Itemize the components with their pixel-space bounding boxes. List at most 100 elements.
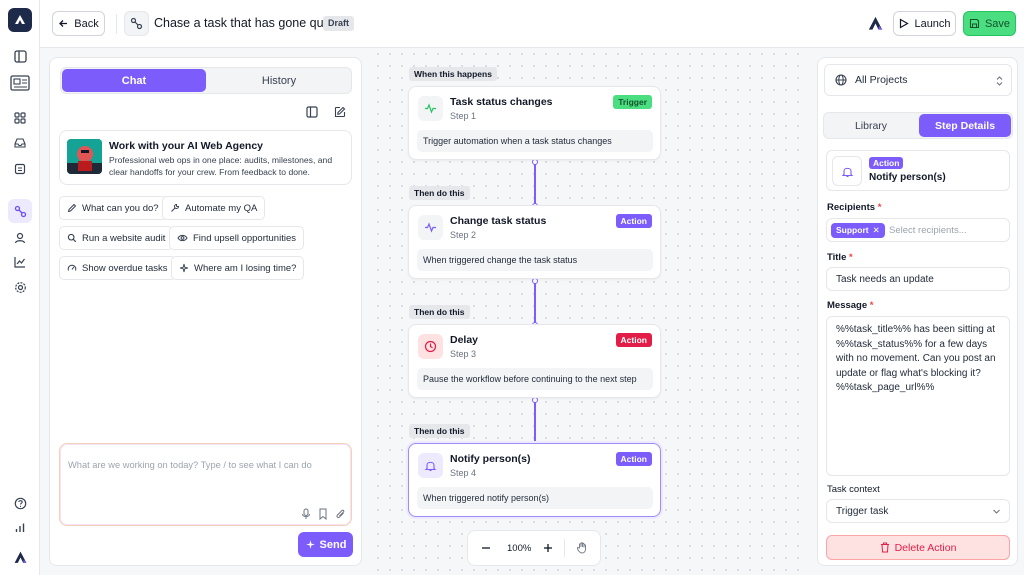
pencil-icon: [67, 203, 77, 213]
step-node-2[interactable]: Change task status Step 2 Action When tr…: [408, 205, 661, 279]
calendar-icon[interactable]: [8, 157, 32, 181]
tab-library[interactable]: Library: [854, 119, 888, 132]
agency-card[interactable]: Work with your AI Web Agency Professiona…: [59, 130, 352, 185]
suggestion-chip[interactable]: Automate my QA: [162, 196, 266, 220]
sparkle-icon: [179, 263, 189, 273]
app-logo[interactable]: [8, 8, 32, 32]
zoom-level: 100%: [507, 543, 532, 554]
automations-icon[interactable]: [8, 199, 32, 223]
suggestion-label: Where am I losing time?: [194, 262, 297, 274]
tab-history[interactable]: History: [261, 74, 297, 87]
step-title: Change task status: [450, 215, 547, 227]
action-badge: Action: [615, 214, 652, 228]
left-rail: [0, 0, 40, 575]
help-icon[interactable]: [8, 491, 32, 515]
context-select[interactable]: Trigger task: [826, 499, 1010, 523]
save-icon: [969, 18, 980, 29]
project-select[interactable]: All Projects: [824, 64, 1012, 96]
action-badge: Action: [869, 157, 904, 169]
connector-line: [534, 281, 536, 325]
tab-chat[interactable]: Chat: [62, 69, 206, 92]
recipient-chip[interactable]: Support ✕: [831, 223, 885, 238]
search-icon: [67, 233, 77, 243]
context-label: Task context: [827, 484, 880, 495]
suggestion-label: Show overdue tasks: [82, 262, 168, 274]
suggestion-chip[interactable]: Show overdue tasks: [59, 256, 176, 280]
recipients-select[interactable]: Support ✕ Select recipients...: [826, 218, 1010, 242]
hand-pan-icon[interactable]: [576, 541, 589, 554]
analytics-icon[interactable]: [8, 250, 32, 274]
step-tag: Then do this: [409, 424, 470, 438]
paperclip-icon[interactable]: [335, 508, 346, 520]
tab-step-details[interactable]: Step Details: [919, 114, 1011, 137]
sidebar-toggle-icon[interactable]: [8, 44, 32, 68]
save-label: Save: [984, 17, 1011, 30]
suggestion-label: Run a website audit: [82, 232, 166, 244]
suggestion-chip[interactable]: Run a website audit: [59, 226, 174, 250]
zoom-toolbar: 100%: [467, 530, 601, 566]
stats-icon[interactable]: [8, 516, 32, 540]
step-title: Notify person(s): [450, 453, 531, 465]
launch-button[interactable]: Launch: [893, 11, 956, 36]
prompt-input[interactable]: What are we working on today? Type / to …: [59, 443, 352, 526]
settings-icon[interactable]: [8, 275, 32, 299]
step-number: Step 2: [450, 230, 477, 240]
chevron-updown-icon: [996, 76, 1003, 86]
send-button[interactable]: Send: [298, 532, 353, 557]
project-label: All Projects: [855, 74, 908, 86]
wrench-icon: [171, 203, 180, 212]
bookmark-icon[interactable]: [318, 508, 328, 520]
agency-avatar: [67, 139, 102, 174]
zoom-out-icon[interactable]: [481, 543, 491, 553]
header-divider: [116, 14, 117, 34]
brand-mark-icon: [8, 545, 32, 569]
activity-icon: [418, 215, 443, 240]
suggestion-chip[interactable]: Find upsell opportunities: [169, 226, 304, 250]
delete-action-button[interactable]: Delete Action: [826, 535, 1010, 560]
step-tag: Then do this: [409, 305, 470, 319]
new-chat-icon[interactable]: [334, 106, 346, 118]
send-label: Send: [319, 538, 347, 551]
zoom-in-icon[interactable]: [543, 543, 553, 553]
step-node-4[interactable]: Notify person(s) Step 4 Action When trig…: [408, 443, 661, 517]
step-details-panel: All Projects Library Step Details Action…: [817, 57, 1018, 566]
brand-logo-icon: [867, 15, 884, 32]
recipients-placeholder: Select recipients...: [889, 225, 967, 236]
inbox-icon[interactable]: [8, 131, 32, 155]
suggestion-chip[interactable]: Where am I losing time?: [171, 256, 305, 280]
user-icon[interactable]: [8, 226, 32, 250]
eye-icon: [177, 234, 188, 242]
step-node-3[interactable]: Delay Step 3 Action Pause the workflow b…: [408, 324, 661, 398]
remove-chip-icon[interactable]: ✕: [872, 225, 880, 235]
agency-description: Professional web ops in one place: audit…: [109, 155, 333, 177]
suggestion-chip[interactable]: What can you do?: [59, 196, 167, 220]
action-badge: Action: [615, 452, 652, 466]
title-input[interactable]: Task needs an update: [826, 267, 1010, 291]
arrow-left-icon: [59, 20, 68, 27]
sparkle-icon: [305, 540, 315, 549]
status-badge: Draft: [323, 16, 355, 31]
step-description: When triggered notify person(s): [417, 487, 653, 509]
step-node-1[interactable]: Task status changes Step 1 Trigger Trigg…: [408, 86, 661, 160]
workflow-icon: [124, 11, 149, 36]
chat-panel: Chat History Work with your AI Web Agenc…: [49, 57, 362, 566]
step-tag: When this happens: [409, 67, 497, 81]
detail-tabs: Library Step Details: [823, 112, 1013, 139]
step-number: Step 4: [450, 468, 477, 478]
save-button[interactable]: Save: [963, 11, 1016, 36]
back-label: Back: [74, 17, 99, 30]
step-number: Step 1: [450, 111, 477, 121]
message-textarea[interactable]: %%task_title%% has been sitting at %%tas…: [826, 316, 1010, 476]
recipients-label: Recipients *: [827, 202, 882, 213]
microphone-icon[interactable]: [301, 508, 311, 520]
projects-icon[interactable]: [7, 72, 33, 94]
panel-layout-icon[interactable]: [306, 106, 318, 118]
action-badge: Action: [615, 333, 652, 347]
message-label: Message *: [827, 300, 874, 311]
bell-icon: [418, 453, 443, 478]
grid-icon[interactable]: [8, 106, 32, 130]
back-button[interactable]: Back: [52, 11, 105, 36]
step-description: Pause the workflow before continuing to …: [417, 368, 653, 390]
step-title: Delay: [450, 334, 479, 346]
gauge-icon: [67, 264, 77, 271]
